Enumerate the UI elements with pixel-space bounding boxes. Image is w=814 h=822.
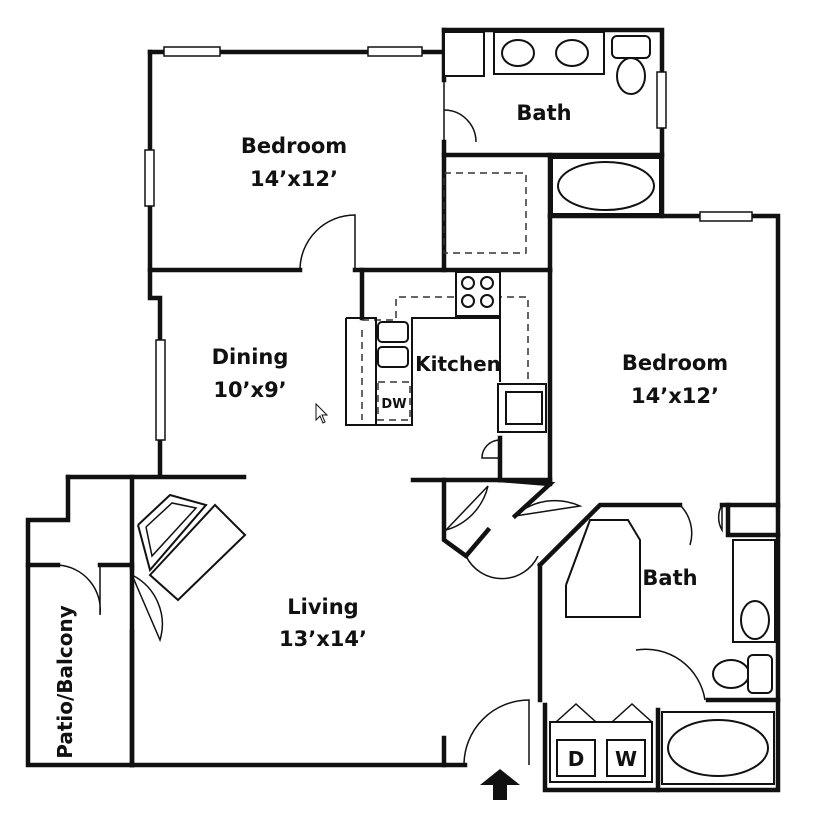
dining-name: Dining	[212, 345, 289, 369]
bath2-name: Bath	[642, 566, 697, 590]
bedroom2-name: Bedroom	[622, 351, 728, 375]
washer-label: W	[615, 747, 637, 771]
bath1-name: Bath	[516, 101, 571, 125]
patio-name: Patio/Balcony	[53, 605, 77, 759]
dryer-label: D	[568, 747, 585, 771]
entry-arrow-icon	[480, 769, 520, 800]
bath2-fixtures	[661, 539, 776, 785]
windows	[144, 46, 753, 441]
walls	[25, 27, 781, 793]
mouse-cursor-icon	[315, 402, 329, 424]
living-size: 13’x14’	[279, 627, 367, 651]
dining-size: 10’x9’	[213, 378, 286, 402]
dishwasher-label: DW	[381, 397, 406, 412]
bedroom1-size: 14’x12’	[250, 167, 338, 191]
kitchen-name: Kitchen	[415, 352, 501, 376]
washer	[606, 739, 646, 777]
doors	[57, 80, 723, 766]
room-labels: Bedroom 14’x12’ Bath Dining 10’x9’ Kitch…	[53, 101, 728, 771]
bedroom1-name: Bedroom	[241, 134, 347, 158]
living-name: Living	[287, 595, 358, 619]
bath-vanity-outline	[565, 519, 641, 618]
laundry	[549, 702, 653, 783]
kitchen-fixtures	[345, 271, 547, 433]
bedroom2-size: 14’x12’	[631, 384, 719, 408]
dryer	[556, 739, 596, 777]
bath1-fixtures	[443, 31, 661, 254]
fireplace	[137, 493, 247, 602]
